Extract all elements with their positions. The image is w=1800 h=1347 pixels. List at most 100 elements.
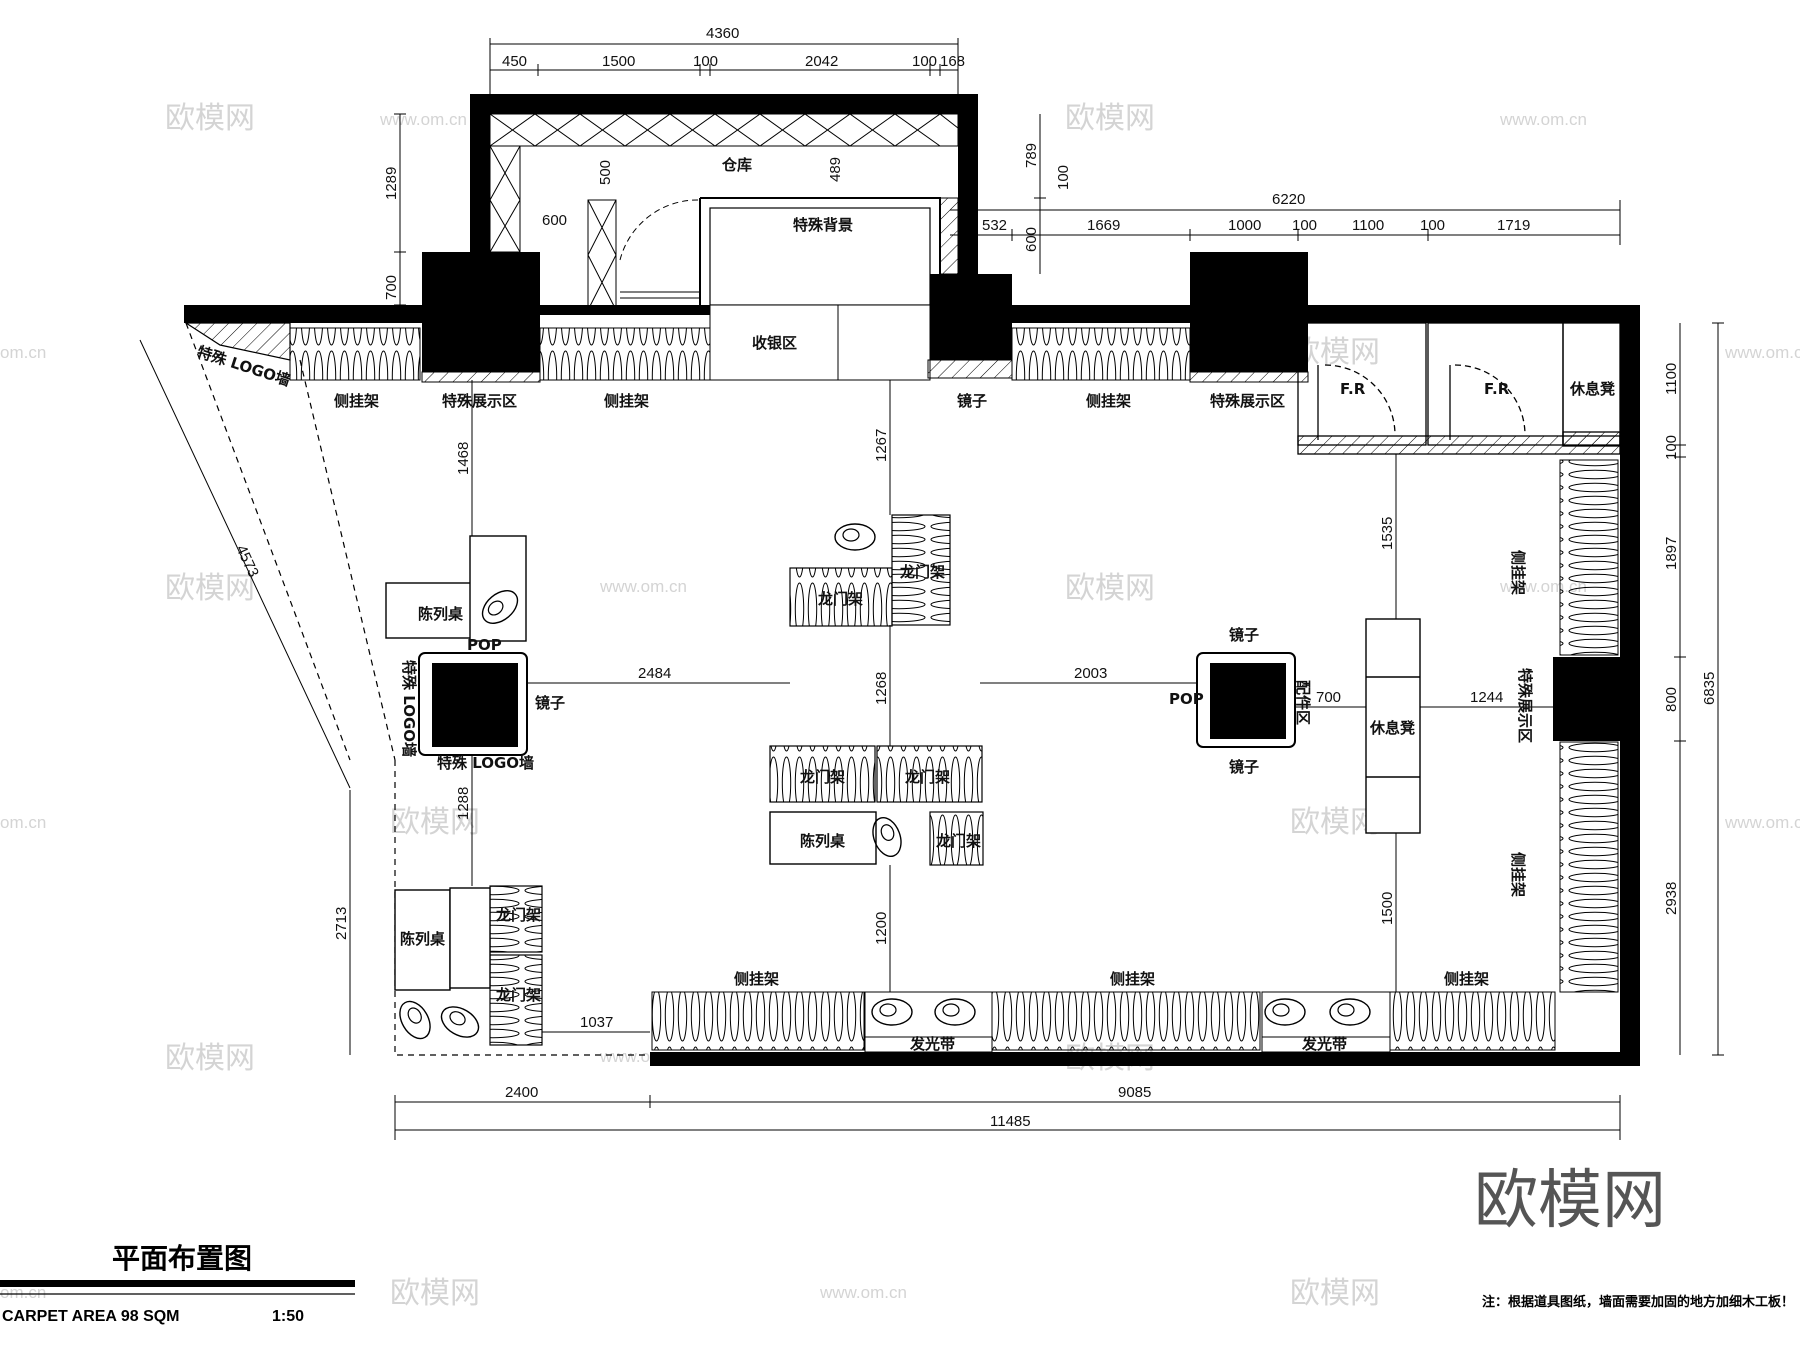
watermark-site: om.cn [0, 1283, 46, 1302]
dim-right-total: 6220 [1272, 191, 1305, 208]
side-racks [289, 327, 1619, 1051]
watermark-site: www.om.cn [379, 110, 467, 129]
label-gantry-rack: 龙门架 [799, 768, 845, 786]
fitting-rooms [1297, 322, 1621, 455]
label-side-rack: 侧挂架 [734, 970, 779, 988]
brand-watermark-large: 欧模网 [1474, 1164, 1666, 1238]
label-display-table: 陈列桌 [800, 832, 846, 850]
label-fitting-room: F.R [1484, 380, 1510, 398]
label-light-strip: 发光带 [1301, 1035, 1347, 1053]
dim-right-seg: 532 [982, 217, 1007, 234]
dim-top-seg: 168 [940, 53, 965, 70]
dim-right-total-vert: 6835 [1701, 672, 1718, 705]
label-display-table: 陈列桌 [400, 930, 446, 948]
label-rest-bench: 休息凳 [1569, 380, 1615, 398]
dim-right-side: 2938 [1663, 882, 1680, 915]
dim-top-seg: 450 [502, 53, 527, 70]
dim-interior: 1468 [455, 442, 472, 475]
label-side-rack: 侧挂架 [1444, 970, 1489, 988]
label-pop: POP [1169, 690, 1204, 708]
watermark: 欧模网 [165, 1041, 255, 1076]
watermark-site: om.cn [0, 813, 46, 832]
drawing-scale: 1:50 [272, 1308, 304, 1325]
title-block: 平面布置图 CARPET AREA 98 SQM 1:50 注：根据道具图纸，墙… [0, 1164, 1794, 1325]
label-side-rack: 侧挂架 [1110, 970, 1155, 988]
dimension-lines [139, 38, 1724, 1140]
label-gantry-rack: 龙门架 [899, 563, 945, 581]
logo-wall-diagonal [183, 322, 650, 1056]
label-display-table: 陈列桌 [418, 605, 464, 623]
label-mirror: 镜子 [535, 694, 565, 712]
label-mirror: 镜子 [957, 392, 987, 410]
dim-bottom: 2400 [505, 1084, 538, 1101]
dim-interior: 1244 [1470, 689, 1503, 706]
dim-top-total: 4360 [706, 25, 739, 42]
label-special-backdrop: 特殊背景 [793, 216, 853, 234]
dim-right-side: 100 [1663, 435, 1680, 460]
carpet-area: CARPET AREA 98 SQM [2, 1308, 180, 1325]
label-rest-bench: 休息凳 [1369, 719, 1415, 737]
dim-left-vert: 700 [383, 275, 400, 300]
dim-top-seg: 2042 [805, 53, 838, 70]
label-side-rack: 侧挂架 [1086, 392, 1131, 410]
watermark: 欧模网 [1290, 1276, 1380, 1311]
label-gantry-rack: 龙门架 [817, 590, 863, 608]
watermark-site: om.cn [0, 343, 46, 362]
dim-warehouse: 500 [597, 160, 614, 185]
watermark-site: www.om.cn [1724, 813, 1800, 832]
label-light-strip: 发光带 [909, 1035, 955, 1053]
label-side-rack: 侧挂架 [1509, 550, 1527, 595]
watermark: 欧模网 [1290, 805, 1380, 840]
watermark: 欧模网 [1065, 571, 1155, 606]
label-special-display: 特殊展示区 [442, 392, 517, 410]
dim-right-side: 800 [1663, 687, 1680, 712]
dim-right-seg: 100 [1292, 217, 1317, 234]
dim-right-seg: 1000 [1228, 217, 1261, 234]
watermark-site: www.om.cn [1499, 110, 1587, 129]
drawing-title: 平面布置图 [112, 1242, 252, 1275]
label-gantry-rack: 龙门架 [495, 906, 541, 924]
label-gantry-rack: 龙门架 [904, 768, 950, 786]
rest-bench [1365, 618, 1421, 834]
label-side-rack: 侧挂架 [334, 392, 379, 410]
dim-top-seg: 1500 [602, 53, 635, 70]
label-fitting-room: F.R [1340, 380, 1366, 398]
dim-top-right-vert: 789 [1023, 143, 1040, 168]
dim-right-seg: 1100 [1352, 217, 1384, 234]
label-special-logo-wall: 特殊 LOGO墙 [400, 660, 418, 757]
watermark: 欧模网 [390, 1276, 480, 1311]
watermark: 欧模网 [165, 101, 255, 136]
dim-warehouse: 489 [827, 157, 844, 182]
dim-interior: 1037 [580, 1014, 613, 1031]
warehouse-shelving [489, 113, 1013, 381]
label-pop: POP [467, 636, 502, 654]
dim-interior: 700 [1316, 689, 1341, 706]
label-special-logo-wall: 特殊 LOGO墙 [437, 754, 534, 772]
dim-interior: 1200 [873, 912, 890, 945]
dim-right-seg: 100 [1420, 217, 1445, 234]
watermark: 欧模网 [1065, 101, 1155, 136]
label-mirror: 镜子 [1229, 626, 1259, 644]
mirror-cubes [418, 652, 1296, 756]
dim-top-right-vert: 600 [1023, 227, 1040, 252]
dim-top-right-vert: 100 [1055, 165, 1072, 190]
dim-interior: 1268 [873, 672, 890, 705]
label-side-rack: 侧挂架 [604, 392, 649, 410]
label-accessory-zone: 配件区 [1294, 680, 1312, 725]
shoe-displays [393, 523, 1391, 1053]
label-warehouse: 仓库 [721, 156, 752, 174]
dim-bottom: 9085 [1118, 1084, 1151, 1101]
dim-left-vert: 1289 [383, 167, 400, 200]
dim-bottom-total: 11485 [990, 1113, 1031, 1130]
label-cashier: 收银区 [752, 334, 797, 352]
label-mirror: 镜子 [1229, 758, 1259, 776]
dim-interior: 2484 [638, 665, 671, 682]
dim-right-side: 1100 [1663, 363, 1680, 395]
label-special-display: 特殊展示区 [1210, 392, 1285, 410]
watermark: 欧模网 [165, 571, 255, 606]
label-special-display: 特殊展示区 [1516, 668, 1534, 743]
dim-interior: 2003 [1074, 665, 1107, 682]
dim-right-side: 1897 [1663, 537, 1680, 570]
dim-warehouse: 600 [542, 212, 567, 229]
